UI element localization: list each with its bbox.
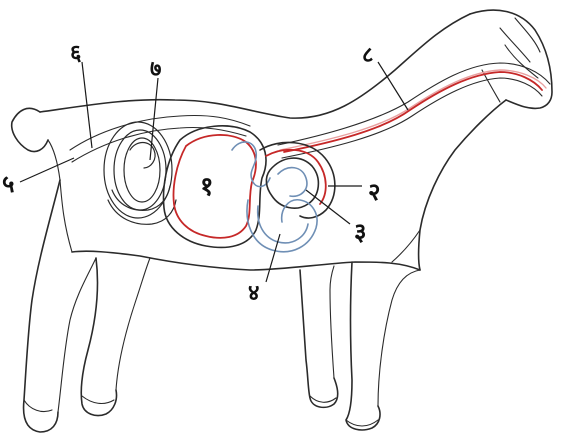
label-2: २ bbox=[368, 178, 380, 206]
rumen-path bbox=[174, 135, 256, 238]
label-7: ७ bbox=[150, 57, 161, 82]
hoof-front bbox=[82, 396, 114, 403]
esophagus-lower-wall bbox=[282, 78, 542, 158]
coil-3 bbox=[124, 138, 160, 202]
front-leg-rear bbox=[300, 270, 338, 407]
label-8: ८ bbox=[362, 43, 373, 68]
coil-2 bbox=[114, 130, 166, 210]
hind-leg-front-inner bbox=[116, 258, 150, 390]
front-hooves bbox=[310, 396, 378, 426]
shoulder-line bbox=[392, 230, 420, 262]
coil-5 bbox=[112, 186, 170, 210]
belly-line bbox=[72, 251, 420, 270]
back-line bbox=[40, 14, 470, 118]
hoof-rear bbox=[24, 400, 52, 412]
label-6: ६ bbox=[70, 41, 82, 66]
label-4: ४ bbox=[248, 281, 259, 306]
omasum-inner bbox=[278, 168, 307, 197]
front-leg-front-inner bbox=[378, 270, 420, 406]
label-5: ५ bbox=[2, 170, 14, 198]
tail-outline bbox=[12, 108, 48, 151]
coil-6 bbox=[108, 200, 176, 224]
leader-5 bbox=[20, 158, 74, 182]
intestine-coils bbox=[104, 122, 176, 224]
hind-leg-rear-inner bbox=[58, 258, 96, 412]
leader-4 bbox=[266, 234, 280, 282]
front-leg-front bbox=[346, 262, 380, 430]
stomach bbox=[164, 126, 335, 252]
hind-leg-rear bbox=[24, 180, 60, 432]
leader-lines bbox=[20, 62, 408, 282]
hind-leg-front bbox=[81, 258, 116, 416]
esophagus-upper-wall bbox=[278, 63, 550, 145]
rump-line bbox=[48, 140, 72, 252]
intestine-channel bbox=[70, 115, 250, 162]
leader-8 bbox=[378, 62, 408, 110]
label-1: १ bbox=[200, 172, 214, 202]
esophagus bbox=[278, 63, 550, 158]
label-3: ३ bbox=[354, 218, 366, 246]
neck-front bbox=[419, 100, 507, 270]
front-leg-rear-inner bbox=[330, 266, 334, 378]
esophagus-fill bbox=[280, 70, 546, 150]
ear-outline bbox=[482, 18, 540, 102]
